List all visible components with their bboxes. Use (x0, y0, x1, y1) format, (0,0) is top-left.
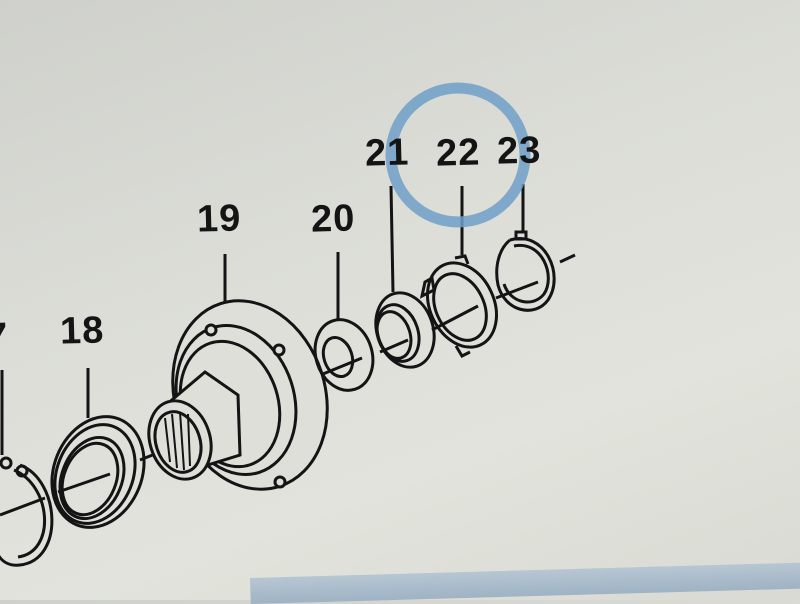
part-label-21: 21 (364, 131, 410, 175)
part-label-20: 20 (310, 197, 356, 241)
part-18-oil-seal (50, 415, 146, 529)
part-23-snap-ring (495, 230, 556, 312)
part-20-washer (313, 318, 375, 392)
part-22-lock-washer (419, 254, 498, 358)
part-label-23: 23 (496, 129, 542, 173)
part-label-19: 19 (196, 197, 242, 241)
part-17-snap-ring (0, 456, 54, 567)
part-label-17: 7 (0, 315, 9, 359)
part-19-flange (147, 299, 329, 491)
part-label-18: 18 (59, 309, 105, 353)
leader-21 (389, 185, 395, 293)
part-21-lock-nut (374, 291, 436, 369)
highlight-circle (385, 82, 531, 228)
part-label-22: 22 (435, 131, 481, 175)
